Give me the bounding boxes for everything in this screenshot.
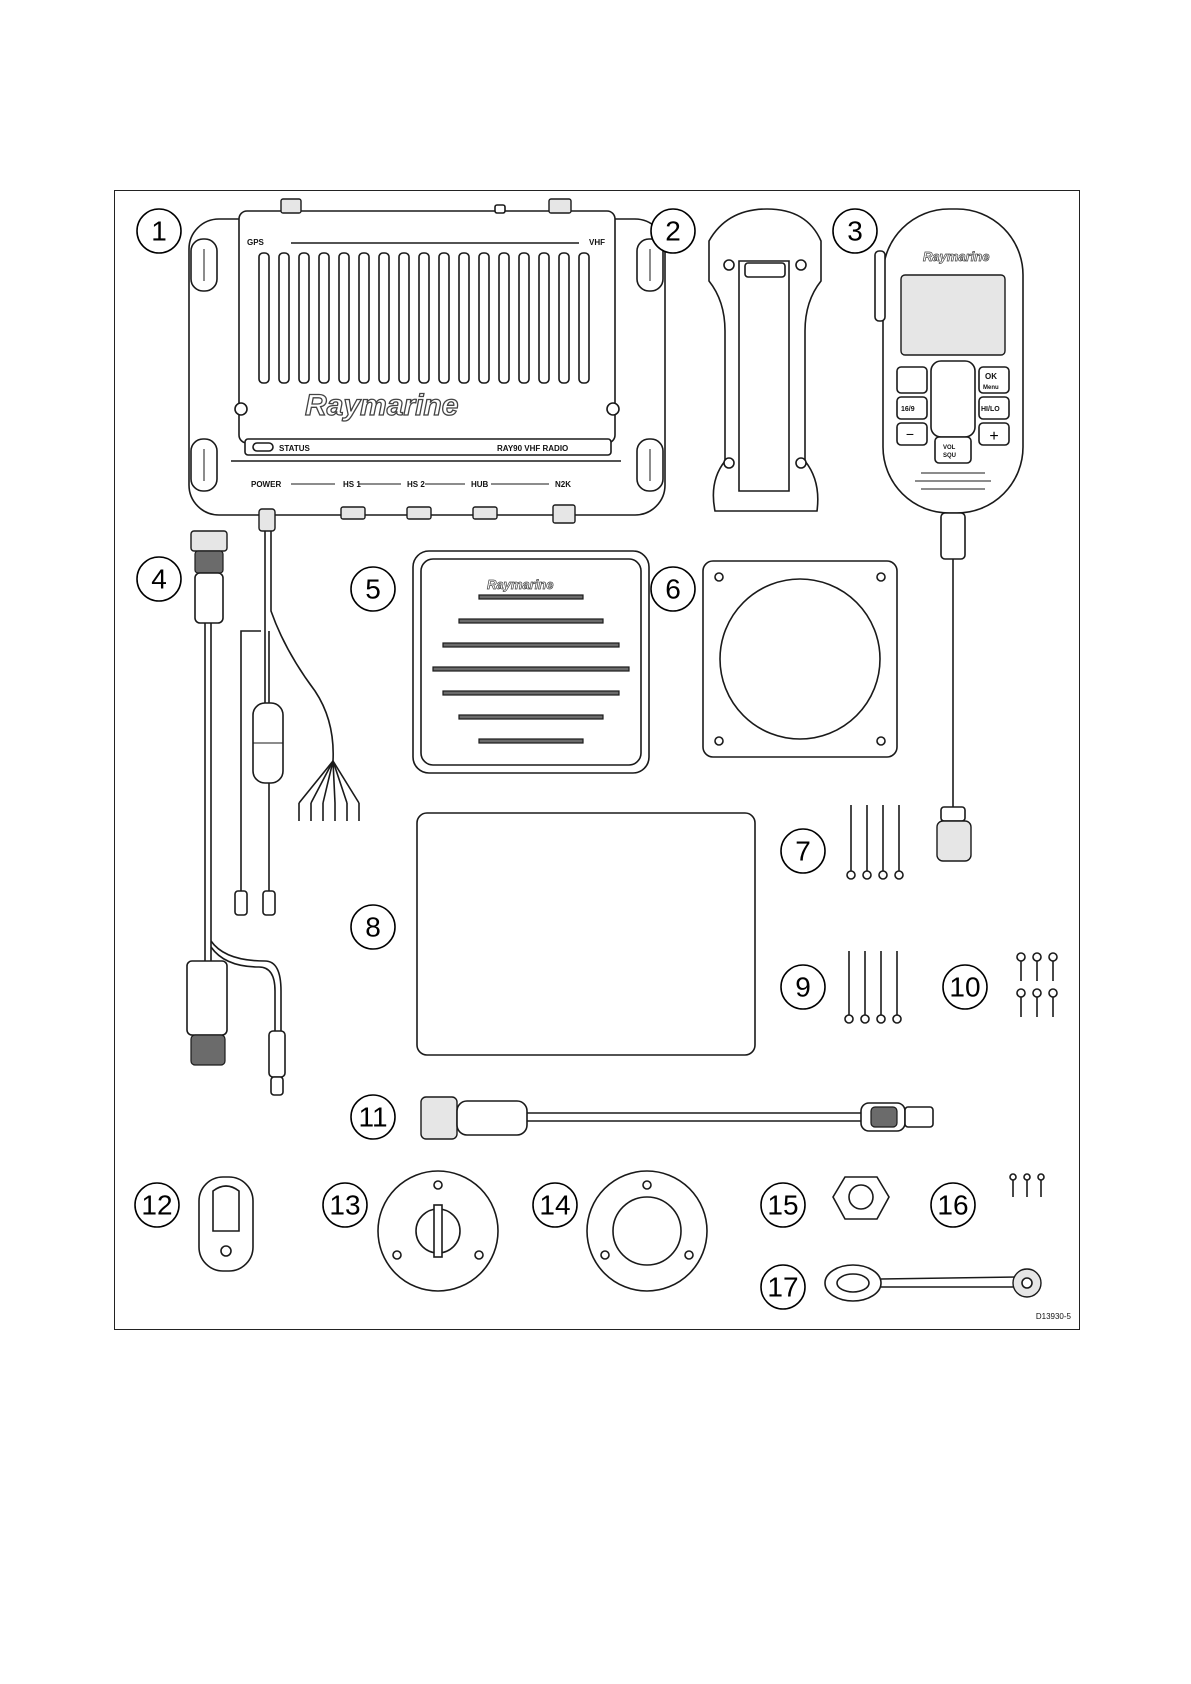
svg-text:4: 4 [151, 564, 167, 595]
speaker-brand: Raymarine [487, 577, 553, 592]
svg-text:10: 10 [949, 972, 980, 1003]
drawing-reference: D13930-5 [1036, 1312, 1072, 1321]
screws-set-7 [847, 805, 903, 879]
callout-10: 10 [943, 965, 987, 1009]
svg-text:+: + [989, 428, 998, 445]
callout-11: 11 [351, 1095, 395, 1139]
parts-diagram: GPS VHF Raymarine STATUS RAY90 VHF RADIO… [115, 191, 1078, 1328]
svg-text:2: 2 [665, 216, 681, 247]
clip-12 [199, 1177, 253, 1271]
cooling-fins [259, 253, 589, 383]
callout-7: 7 [781, 829, 825, 873]
grommet-13 [378, 1171, 498, 1291]
svg-text:3: 3 [847, 216, 863, 247]
vhf-port-label: VHF [589, 238, 605, 247]
handset-menu-label: Menu [983, 385, 999, 391]
svg-text:16: 16 [937, 1190, 968, 1221]
mounting-template [417, 813, 755, 1055]
svg-text:12: 12 [141, 1190, 172, 1221]
extension-cable [421, 1097, 933, 1139]
callout-9: 9 [781, 965, 825, 1009]
speaker: Raymarine [413, 551, 649, 773]
callout-1: 1 [137, 209, 181, 253]
handset-brand: Raymarine [923, 249, 989, 264]
transceiver-unit: GPS VHF Raymarine STATUS RAY90 VHF RADIO… [189, 199, 665, 523]
handset-bracket [709, 209, 821, 511]
model-label: RAY90 VHF RADIO [497, 444, 568, 453]
callout-2: 2 [651, 209, 695, 253]
callout-12: 12 [135, 1183, 179, 1227]
cap-lanyard-17 [825, 1265, 1041, 1301]
ring-gasket-14 [587, 1171, 707, 1291]
svg-text:13: 13 [329, 1190, 360, 1221]
status-label: STATUS [279, 444, 310, 453]
adapter-cable [187, 531, 285, 1095]
screws-set-9 [845, 951, 901, 1023]
figure-frame: GPS VHF Raymarine STATUS RAY90 VHF RADIO… [114, 190, 1080, 1330]
port-label-n2k: N2K [555, 480, 571, 489]
handset-hilo-label: HI/LO [981, 406, 1000, 413]
screws-set-16 [1010, 1174, 1044, 1197]
screws-set-10 [1017, 953, 1057, 1017]
callout-16: 16 [931, 1183, 975, 1227]
svg-text:8: 8 [365, 912, 381, 943]
svg-text:5: 5 [365, 574, 381, 605]
handset-vol-label: VOL [943, 445, 956, 451]
svg-text:14: 14 [539, 1190, 570, 1221]
svg-text:7: 7 [795, 836, 811, 867]
power-cable [235, 509, 359, 915]
callout-3: 3 [833, 209, 877, 253]
svg-text:−: − [906, 426, 914, 442]
callout-6: 6 [651, 567, 695, 611]
gps-port-label: GPS [247, 238, 265, 247]
handset-squ-label: SQU [943, 453, 956, 459]
nut-15 [833, 1177, 889, 1219]
speaker-gasket [703, 561, 897, 757]
handset-ok-label: OK [985, 372, 997, 381]
handset: Raymarine OK Menu 16/9 HI/LO VOL SQU − + [875, 209, 1023, 861]
callout-17: 17 [761, 1265, 805, 1309]
svg-text:1: 1 [151, 216, 167, 247]
port-label-hs1: HS 1 [343, 480, 361, 489]
port-label-hs2: HS 2 [407, 480, 425, 489]
callout-8: 8 [351, 905, 395, 949]
callout-5: 5 [351, 567, 395, 611]
transceiver-brand: Raymarine [305, 389, 458, 422]
svg-text:17: 17 [767, 1272, 798, 1303]
handset-display [901, 275, 1005, 355]
handset-ch16-label: 16/9 [901, 406, 915, 413]
callout-4: 4 [137, 557, 181, 601]
port-label-power: POWER [251, 480, 281, 489]
callout-13: 13 [323, 1183, 367, 1227]
callout-15: 15 [761, 1183, 805, 1227]
svg-text:15: 15 [767, 1190, 798, 1221]
svg-text:9: 9 [795, 972, 811, 1003]
svg-text:11: 11 [358, 1102, 387, 1133]
callout-14: 14 [533, 1183, 577, 1227]
port-label-hub: HUB [471, 480, 489, 489]
svg-text:6: 6 [665, 574, 681, 605]
